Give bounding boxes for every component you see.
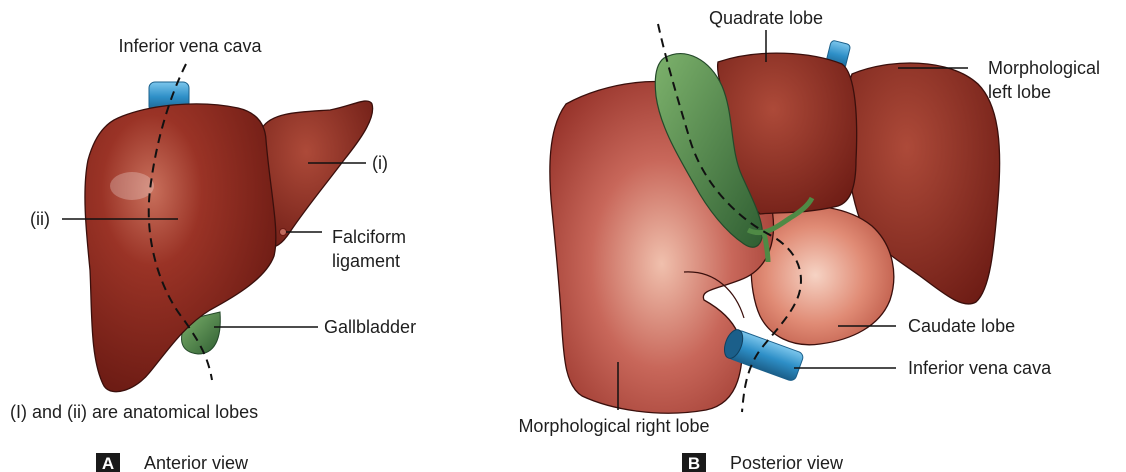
label-ivc-b: Inferior vena cava — [908, 358, 1052, 378]
label-ivc-a: Inferior vena cava — [118, 36, 262, 56]
label-left-lobe-1: Morphological — [988, 58, 1100, 78]
panel-a: Inferior vena cava (i) (ii) Falciform li… — [10, 36, 416, 472]
liver-highlight — [110, 172, 154, 200]
liver-lobe-ii — [85, 104, 276, 392]
label-quadrate: Quadrate lobe — [709, 8, 823, 28]
panel-a-letter: A — [102, 454, 114, 472]
liver-lobe-i — [262, 101, 373, 246]
label-falciform-1: Falciform — [332, 227, 406, 247]
falciform-mark — [280, 229, 287, 236]
panel-b-letter: B — [688, 454, 700, 472]
panel-b: Quadrate lobe Morphological left lobe Ca… — [518, 8, 1100, 472]
label-gallbladder: Gallbladder — [324, 317, 416, 337]
panel-b-caption: Posterior view — [730, 453, 844, 472]
label-caudate: Caudate lobe — [908, 316, 1015, 336]
label-left-lobe-2: left lobe — [988, 82, 1051, 102]
label-lobe-ii: (ii) — [30, 209, 50, 229]
label-lobe-i: (i) — [372, 153, 388, 173]
label-falciform-2: ligament — [332, 251, 400, 271]
note-anatomical-lobes: (I) and (ii) are anatomical lobes — [10, 402, 258, 422]
label-right-lobe: Morphological right lobe — [518, 416, 709, 436]
panel-a-caption: Anterior view — [144, 453, 249, 472]
